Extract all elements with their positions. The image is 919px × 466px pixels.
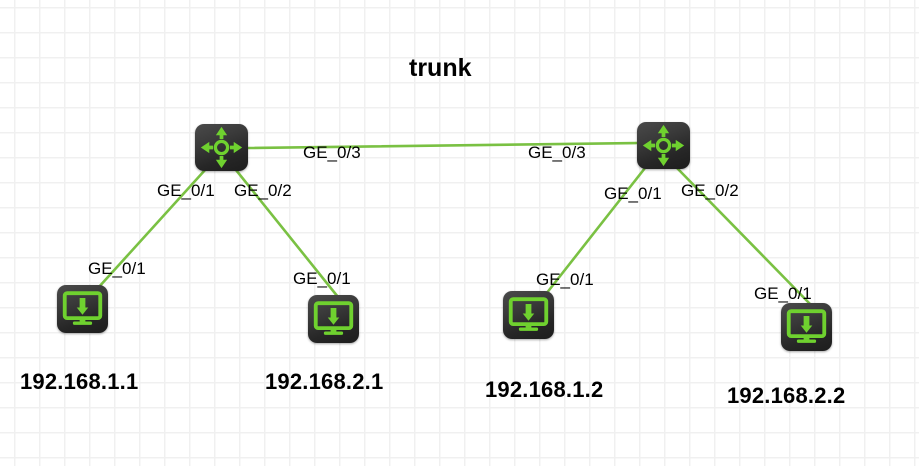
computer-icon[interactable]: [308, 295, 359, 343]
interface-label: GE_0/2: [234, 181, 292, 200]
ip-address-label: 192.168.1.1: [20, 369, 139, 394]
interface-label: GE_0/2: [681, 181, 739, 200]
network-link[interactable]: [544, 166, 647, 296]
network-link[interactable]: [675, 166, 814, 308]
interface-label: GE_0/1: [754, 284, 812, 303]
router-icon[interactable]: [637, 122, 690, 169]
interface-label: GE_0/3: [528, 143, 586, 162]
ip-address-label: 192.168.1.2: [485, 377, 604, 402]
network-link[interactable]: [96, 168, 207, 290]
network-link[interactable]: [246, 141, 639, 150]
computer-icon[interactable]: [57, 285, 108, 333]
network-link[interactable]: [234, 168, 340, 299]
interface-label: GE_0/3: [303, 143, 361, 162]
router-icon[interactable]: [195, 124, 248, 171]
ip-address-label: 192.168.2.1: [265, 369, 384, 394]
diagram-title: trunk: [409, 54, 472, 82]
interface-label: GE_0/1: [604, 184, 662, 203]
computer-icon[interactable]: [503, 291, 554, 339]
computer-icon[interactable]: [781, 303, 832, 351]
interface-label: GE_0/1: [88, 259, 146, 278]
ip-address-label: 192.168.2.2: [727, 383, 846, 408]
interface-label: GE_0/1: [157, 181, 215, 200]
interface-label: GE_0/1: [536, 270, 594, 289]
interface-label: GE_0/1: [293, 269, 351, 288]
